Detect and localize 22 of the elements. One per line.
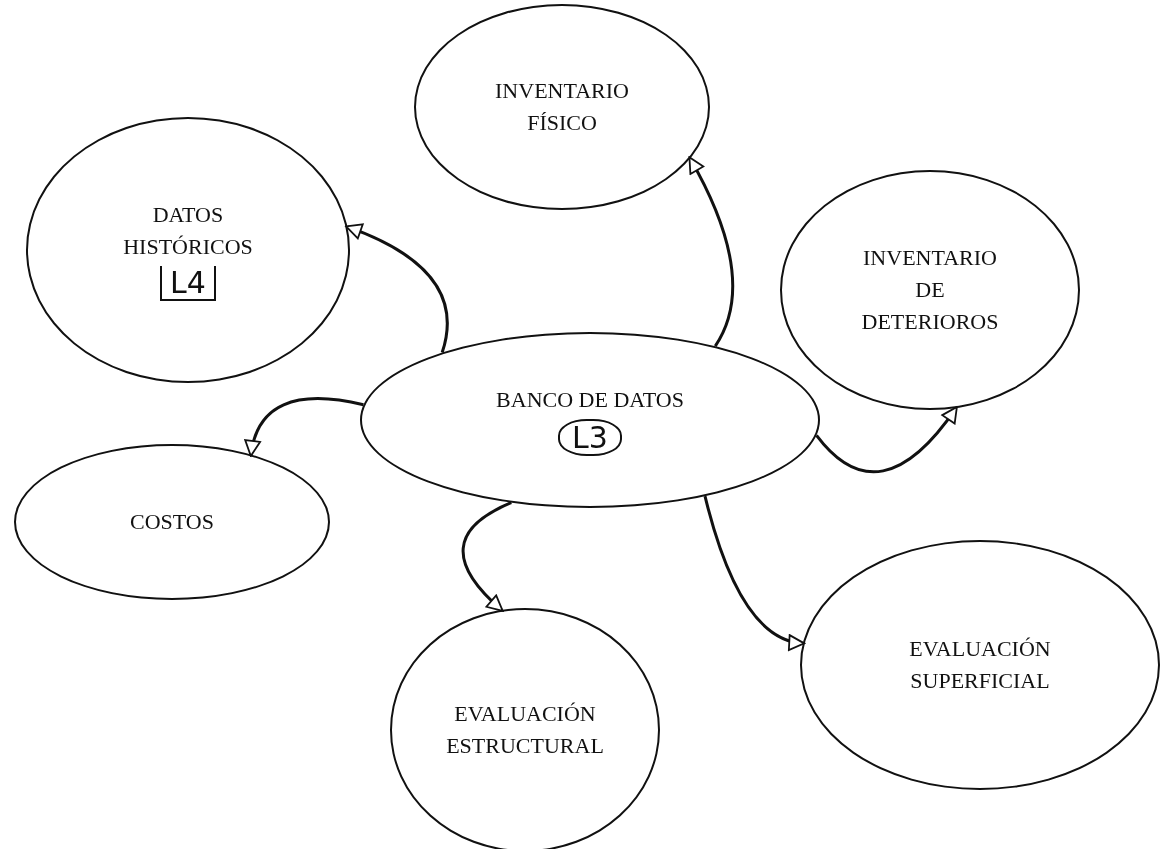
handwritten-mark: L3 (558, 419, 622, 457)
curved-arrow (461, 501, 512, 612)
node-label: INVENTARIO DE DETERIOROS (860, 244, 1000, 336)
curved-arrow (703, 495, 806, 650)
node-label: BANCO DE DATOS (495, 385, 685, 414)
curved-arrow (345, 223, 449, 353)
curved-arrow (245, 397, 364, 457)
ellipse-node (390, 608, 660, 849)
node-label: INVENTARIO FÍSICO (494, 77, 630, 137)
curved-arrow (815, 406, 958, 474)
handwritten-mark: L4 (160, 266, 216, 302)
ellipse-node (800, 540, 1160, 790)
node-label: COSTOS (129, 508, 215, 537)
ellipse-node (14, 444, 330, 600)
node-label: EVALUACIÓN SUPERFICIAL (908, 635, 1052, 695)
ellipse-node (360, 332, 820, 508)
node-label: EVALUACIÓN ESTRUCTURAL (445, 700, 605, 760)
node-label: DATOS HISTÓRICOS (122, 200, 254, 261)
ellipse-node (780, 170, 1080, 410)
ellipse-node (26, 117, 350, 383)
curved-arrow (688, 156, 735, 347)
ellipse-node (414, 4, 710, 210)
